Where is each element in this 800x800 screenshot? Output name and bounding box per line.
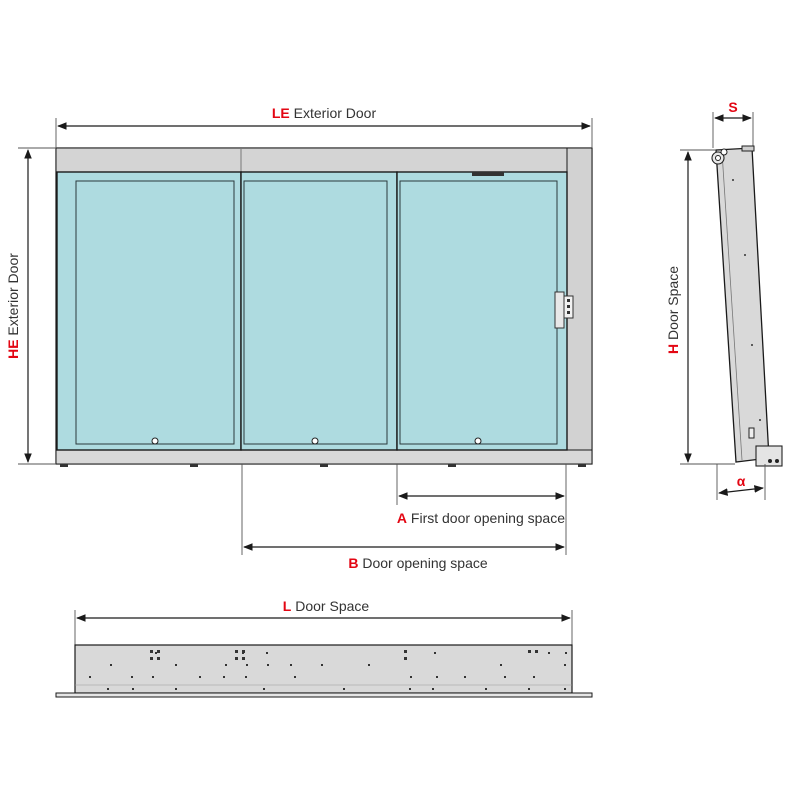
le-label: LE Exterior Door: [272, 105, 377, 121]
door-handle: [554, 291, 574, 329]
header-profile-plan: [74, 644, 573, 694]
le-dimension: [55, 118, 593, 148]
bottom-rail: [55, 449, 593, 465]
h-label: H Door Space: [665, 266, 681, 354]
mounting-holes: [89, 650, 567, 690]
s-label: S: [728, 99, 737, 115]
header-view: L Door Space: [55, 598, 593, 698]
he-dimension: [18, 147, 56, 465]
door-panel-2: [240, 171, 398, 451]
header-profile: [55, 147, 593, 173]
b-dimension: [241, 464, 565, 555]
l-label: L Door Space: [283, 598, 370, 614]
header-base-plate: [55, 692, 593, 698]
b-label: B Door opening space: [348, 555, 488, 571]
alpha-label: α: [737, 473, 746, 489]
a-label: A First door opening space: [397, 510, 565, 526]
door-panel-1: [56, 171, 242, 451]
he-label: HE Exterior Door: [5, 253, 21, 359]
side-profile: [715, 147, 770, 463]
a-dimension: [396, 464, 567, 555]
door-panel-3: [396, 171, 568, 451]
side-view: S H Door Space α: [665, 99, 783, 500]
top-sensor: [472, 172, 504, 176]
front-view: LE Exterior Door HE Exterior Door A Firs…: [5, 105, 593, 571]
